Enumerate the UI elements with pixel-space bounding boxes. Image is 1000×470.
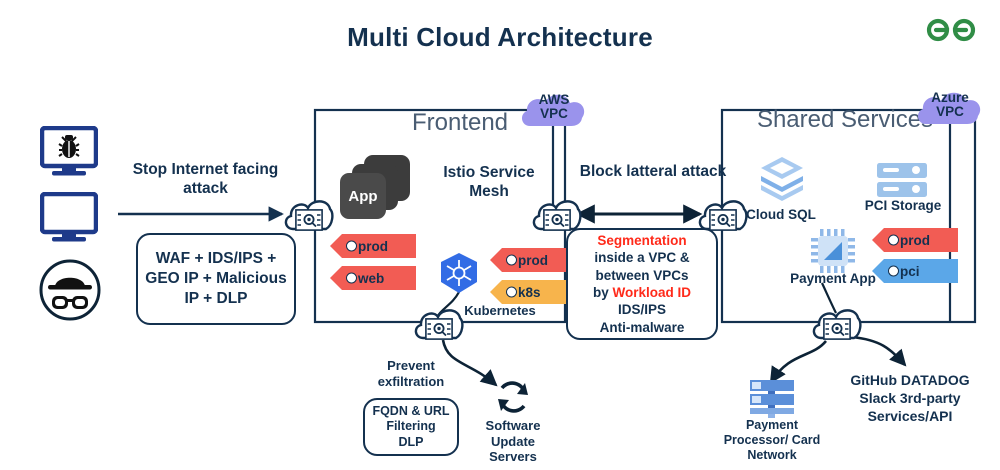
tag-label: prod (518, 252, 548, 268)
firewall-cloud-node-frontend-egress[interactable] (530, 191, 582, 237)
kubernetes-icon (441, 253, 477, 293)
tag-label: pci (900, 263, 920, 279)
firewall-inspect-icon (709, 209, 737, 231)
payment-app-label: Payment App (790, 271, 876, 286)
segmentation-l5: IDS/IPS (617, 302, 666, 318)
pci-storage-icon (877, 163, 927, 197)
segmentation-l6: Anti-malware (599, 319, 685, 335)
segmentation-workload-id: Workload ID (612, 285, 692, 300)
stop-internet-attack-label: Stop Internet facing attack (132, 161, 279, 198)
firewall-cloud-node-shared-bottom[interactable] (810, 300, 862, 346)
pci-storage-label: PCI Storage (864, 198, 942, 213)
tag-dot-icon (346, 240, 357, 252)
app-stack-label: App (348, 187, 378, 205)
arrow-to-payment-processor (769, 340, 828, 384)
page-title: Multi Cloud Architecture (347, 22, 653, 52)
tag-prod-frontend: prod (330, 234, 416, 258)
firewall-inspect-icon (543, 209, 571, 231)
waf-control-box: WAF + IDS/IPS + GEO IP + Malicious IP + … (136, 233, 296, 325)
firewall-cloud-node-shared-ingress[interactable] (696, 191, 748, 237)
tag-dot-icon (888, 234, 899, 246)
aws-vpc-line2: VPC (540, 106, 568, 121)
payment-processor-icon (750, 380, 794, 418)
tag-prod-shared: prod (872, 228, 958, 252)
aws-vpc-line1: AWS (538, 91, 570, 107)
segmentation-l4-pre: by (592, 285, 613, 300)
tag-label: k8s (518, 284, 541, 300)
app-stack-icon: App (336, 155, 412, 219)
segmentation-box: Segmentation inside a VPC & between VPCs… (566, 228, 718, 340)
firewall-inspect-icon (425, 318, 453, 340)
cloud-sql-label: Cloud SQL (746, 207, 816, 222)
tag-web-frontend: web (330, 266, 416, 290)
tag-dot-icon (888, 265, 899, 277)
arrow-to-software-update (441, 339, 498, 387)
software-update-servers-label: Software Update Servers (485, 418, 541, 465)
frontend-vpc-title: Frontend (411, 109, 509, 136)
istio-service-mesh-label: Istio Service Mesh (443, 164, 535, 201)
firewall-inspect-icon (823, 318, 851, 340)
waf-control-text: WAF + IDS/IPS + GEO IP + Malicious IP + … (145, 249, 287, 308)
tag-label: prod (900, 232, 930, 248)
fqdn-l1: FQDN & URL (372, 403, 450, 418)
tag-dot-icon (506, 254, 517, 266)
tag-prod-k8s: prod (490, 248, 576, 272)
hacker-avatar-icon (39, 259, 101, 321)
shared-services-title: Shared Services (756, 106, 934, 133)
segmentation-heading: Segmentation (597, 233, 687, 249)
software-update-refresh-icon (498, 381, 528, 413)
payment-app-chip-icon (811, 229, 855, 273)
arrow-to-third-party (851, 335, 907, 367)
kubernetes-label: Kubernetes (464, 303, 536, 318)
prevent-exfiltration-label: Prevent exfiltration (377, 358, 445, 389)
tag-dot-icon (506, 286, 517, 298)
firewall-inspect-icon (295, 209, 323, 231)
tag-pci-shared: pci (872, 259, 958, 283)
payment-processor-label: Payment Processor/ Card Network (723, 418, 821, 462)
monitor-bug-icon (40, 126, 98, 176)
cloud-sql-icon (761, 157, 803, 201)
geeksforgeeks-logo (926, 18, 976, 42)
azure-vpc-line1: Azure (931, 89, 969, 105)
third-party-services-label: GitHub DATADOG Slack 3rd-party Services/… (850, 372, 970, 424)
fqdn-filtering-box: FQDN & URL Filtering DLP (363, 398, 459, 456)
monitor-blank-icon (40, 192, 98, 242)
tag-dot-icon (346, 272, 357, 284)
tag-label: web (358, 270, 385, 286)
firewall-cloud-node-frontend-bottom[interactable] (412, 300, 464, 346)
azure-vpc-cloud-badge: Azure VPC (912, 80, 988, 130)
segmentation-l2: inside a VPC & (594, 250, 690, 266)
segmentation-l3: between VPCs (595, 267, 689, 283)
aws-vpc-cloud-badge: AWS VPC (516, 82, 592, 132)
block-lateral-attack-label: Block latteral attack (579, 163, 727, 180)
azure-vpc-line2: VPC (936, 104, 964, 119)
fqdn-l2: Filtering (386, 419, 436, 434)
tag-k8s: k8s (490, 280, 576, 304)
firewall-cloud-node-frontend-ingress[interactable] (282, 191, 334, 237)
fqdn-l3: DLP (398, 434, 424, 449)
tag-label: prod (358, 238, 388, 254)
